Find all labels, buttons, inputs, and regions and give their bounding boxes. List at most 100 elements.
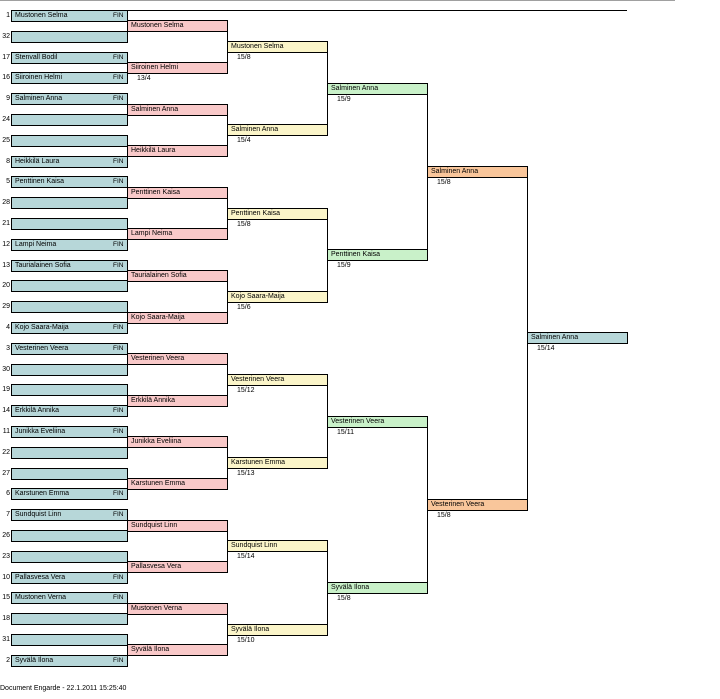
round1-fencer[interactable] (11, 364, 113, 376)
seed-number: 14 (2, 407, 10, 414)
seed-number: 18 (2, 615, 10, 622)
round1-nation (112, 197, 128, 209)
seed-number: 5 (6, 178, 10, 185)
round2-fencer[interactable]: Kojo Saara-Maija (127, 312, 228, 324)
round3-fencer[interactable]: Karstunen Emma (227, 457, 328, 469)
round2-score: 13/4 (137, 75, 151, 82)
round1-nation: FIN (112, 10, 128, 22)
seed-number: 10 (2, 574, 10, 581)
round1-fencer[interactable]: Salminen Anna (11, 93, 113, 105)
round1-connector (127, 135, 128, 157)
seed-number: 28 (2, 199, 10, 206)
round1-nation: FIN (112, 592, 128, 604)
document-footer: Document Engarde - 22.1.2011 15:25:40 (0, 685, 127, 692)
round1-fencer[interactable]: Karstunen Emma (11, 488, 113, 500)
round1-fencer[interactable] (11, 468, 113, 480)
seed-number: 24 (2, 116, 10, 123)
round1-fencer[interactable] (11, 384, 113, 396)
round1-fencer[interactable]: Lampi Neima (11, 239, 113, 251)
round2-fencer[interactable]: Pallasvesa Vera (127, 561, 228, 573)
round1-fencer[interactable]: Pallasvesa Vera (11, 572, 113, 584)
round1-fencer[interactable] (11, 301, 113, 313)
round2-fencer[interactable]: Penttinen Kaisa (127, 187, 228, 199)
round1-fencer[interactable] (11, 135, 113, 147)
round5-fencer[interactable]: Salminen Anna (427, 166, 528, 178)
round1-fencer[interactable]: Penttinen Kaisa (11, 176, 113, 188)
round5-score: 15/8 (437, 512, 451, 519)
seed-number: 7 (6, 511, 10, 518)
round1-nation: FIN (112, 156, 128, 168)
round1-fencer[interactable] (11, 447, 113, 459)
round1-fencer[interactable] (11, 530, 113, 542)
round2-fencer[interactable]: Sundquist Linn (127, 520, 228, 532)
round4-fencer[interactable]: Penttinen Kaisa (327, 249, 428, 261)
round1-fencer[interactable] (11, 551, 113, 563)
round3-fencer[interactable]: Penttinen Kaisa (227, 208, 328, 220)
seed-number: 8 (6, 158, 10, 165)
round1-fencer[interactable]: Erkkilä Annika (11, 405, 113, 417)
round1-fencer[interactable] (11, 197, 113, 209)
round2-fencer[interactable]: Erkkilä Annika (127, 395, 228, 407)
final-winner[interactable]: Salminen Anna (527, 332, 628, 344)
round3-fencer[interactable]: Sundquist Linn (227, 540, 328, 552)
round2-fencer[interactable]: Syvälä Ilona (127, 644, 228, 656)
round3-score: 15/6 (237, 304, 251, 311)
round1-fencer[interactable] (11, 218, 113, 230)
round2-fencer[interactable]: Junikka Eveliina (127, 436, 228, 448)
seed-number: 30 (2, 366, 10, 373)
round3-fencer[interactable]: Mustonen Selma (227, 41, 328, 53)
round1-fencer[interactable] (11, 114, 113, 126)
round2-fencer[interactable]: Taurialainen Sofia (127, 270, 228, 282)
round1-nation: FIN (112, 72, 128, 84)
round1-fencer[interactable]: Taurialainen Sofia (11, 260, 113, 272)
round1-connector (127, 10, 128, 32)
round1-nation (112, 468, 128, 480)
round1-nation: FIN (112, 343, 128, 355)
round5-fencer[interactable]: Vesterinen Veera (427, 499, 528, 511)
round1-fencer[interactable]: Syvälä Ilona (11, 655, 113, 667)
round2-fencer[interactable]: Vesterinen Veera (127, 353, 228, 365)
round1-fencer[interactable]: Kojo Saara-Maija (11, 322, 113, 334)
round3-fencer[interactable]: Vesterinen Veera (227, 374, 328, 386)
seed-number: 6 (6, 490, 10, 497)
round1-fencer[interactable]: Mustonen Verna (11, 592, 113, 604)
round4-fencer[interactable]: Salminen Anna (327, 83, 428, 95)
round2-fencer[interactable]: Salminen Anna (127, 104, 228, 116)
round1-nation: FIN (112, 655, 128, 667)
round3-score: 15/13 (237, 470, 255, 477)
round4-score: 15/11 (337, 429, 354, 436)
round2-fencer[interactable]: Heikkilä Laura (127, 145, 228, 157)
round3-fencer[interactable]: Salminen Anna (227, 124, 328, 136)
round1-fencer[interactable]: Vesterinen Veera (11, 343, 113, 355)
seed-number: 13 (2, 262, 10, 269)
round2-fencer[interactable]: Siiroinen Helmi (127, 62, 228, 74)
page-top-border (0, 0, 675, 1)
round3-fencer[interactable]: Syvälä Ilona (227, 624, 328, 636)
round2-fencer[interactable]: Mustonen Selma (127, 20, 228, 32)
round1-fencer[interactable]: Heikkilä Laura (11, 156, 113, 168)
round1-fencer[interactable]: Stenvall Bodil (11, 52, 113, 64)
round1-nation (112, 364, 128, 376)
round1-nation (112, 218, 128, 230)
round4-fencer[interactable]: Syvälä Ilona (327, 582, 428, 594)
round1-connector (127, 634, 128, 656)
round4-fencer[interactable]: Vesterinen Veera (327, 416, 428, 428)
round1-fencer[interactable]: Sundquist Linn (11, 509, 113, 521)
round1-fencer[interactable] (11, 280, 113, 292)
round1-fencer[interactable]: Junikka Eveliina (11, 426, 113, 438)
round1-fencer[interactable]: Mustonen Selma (11, 10, 113, 22)
round2-fencer[interactable]: Lampi Neima (127, 228, 228, 240)
round3-fencer[interactable]: Kojo Saara-Maija (227, 291, 328, 303)
round1-fencer[interactable]: Siiroinen Helmi (11, 72, 113, 84)
seed-number: 20 (2, 282, 10, 289)
round2-fencer[interactable]: Mustonen Verna (127, 603, 228, 615)
round1-nation (112, 530, 128, 542)
round3-score: 15/10 (237, 637, 255, 644)
round1-nation: FIN (112, 509, 128, 521)
round1-fencer[interactable] (11, 31, 113, 43)
round1-fencer[interactable] (11, 634, 113, 646)
round1-fencer[interactable] (11, 613, 113, 625)
round2-fencer[interactable]: Karstunen Emma (127, 478, 228, 490)
bracket-top-line (11, 10, 627, 11)
seed-number: 2 (6, 657, 10, 664)
